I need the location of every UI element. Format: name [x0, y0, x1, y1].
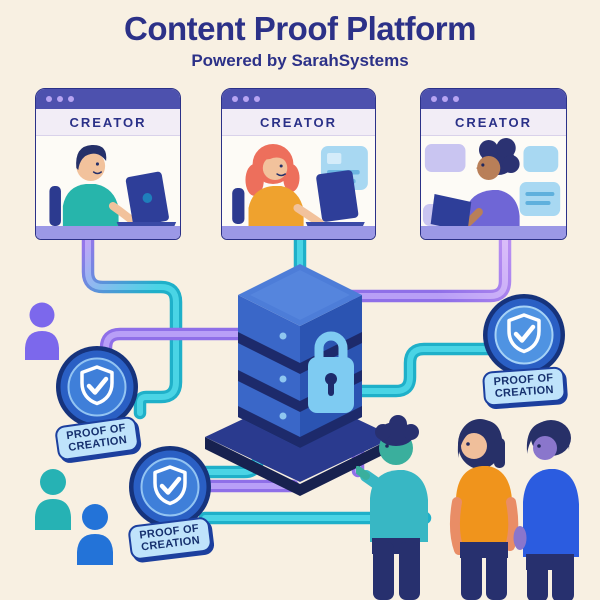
- window-dot: [431, 96, 437, 102]
- window-titlebar: [36, 89, 180, 109]
- page-title: Content Proof Platform: [124, 10, 476, 47]
- shield-check-icon: [129, 446, 211, 528]
- content-card: [422, 144, 561, 226]
- pipe-server-to-badge3: [348, 342, 499, 398]
- server-lights: [279, 332, 287, 420]
- window-dot: [57, 96, 63, 102]
- audience-person-1: [356, 415, 428, 600]
- window-dot: [46, 96, 52, 102]
- pipe-window1-to-badge1: [81, 229, 183, 420]
- creator-1-illustration: [36, 144, 180, 239]
- proof-badge-3: PROOF OF CREATION: [481, 293, 567, 407]
- creator-person: [245, 144, 324, 230]
- window-label: CREATOR: [421, 109, 566, 136]
- desk: [421, 226, 566, 239]
- server-illustration: [205, 264, 395, 496]
- proof-of-creation-label: PROOF OF CREATION: [481, 366, 567, 407]
- audience-person-3: [513, 420, 579, 600]
- browser-window-creator-2: CREATOR: [221, 88, 376, 240]
- window-titlebar: [421, 89, 566, 109]
- laptop-icon: [116, 171, 177, 231]
- creator-person: [62, 144, 138, 230]
- window-dot: [243, 96, 249, 102]
- audience-group: [356, 415, 579, 600]
- user-icon-purple: [25, 302, 59, 360]
- shield-check-icon: [483, 294, 565, 376]
- browser-window-creator-1: CREATOR: [35, 88, 181, 240]
- creator-3-illustration: [421, 138, 566, 239]
- user-icon-teal: [35, 469, 71, 530]
- header: Content Proof Platform Powered by SarahS…: [0, 10, 600, 71]
- page-subtitle: Powered by SarahSystems: [191, 51, 409, 70]
- proof-badge-1: PROOF OF CREATION: [54, 345, 140, 462]
- pipe-window3-to-server: [345, 229, 512, 303]
- window-titlebar: [222, 89, 375, 109]
- proof-badge-2: PROOF OF CREATION: [127, 445, 213, 561]
- desk: [222, 226, 375, 239]
- window-dot: [68, 96, 74, 102]
- desk: [36, 226, 180, 239]
- window-dot: [232, 96, 238, 102]
- creator-2-illustration: [222, 144, 375, 239]
- shield-check-icon: [56, 346, 138, 428]
- creator-person: [457, 138, 520, 232]
- window-dot: [442, 96, 448, 102]
- window-dot: [254, 96, 260, 102]
- window-dot: [453, 96, 459, 102]
- window-label: CREATOR: [222, 109, 375, 136]
- chair: [232, 188, 245, 224]
- chair: [49, 186, 61, 226]
- padlock-icon: [308, 331, 354, 413]
- browser-window-creator-3: CREATOR: [420, 88, 567, 240]
- window-label: CREATOR: [36, 109, 180, 136]
- user-icon-blue: [77, 504, 113, 565]
- audience-person-2: [449, 419, 519, 600]
